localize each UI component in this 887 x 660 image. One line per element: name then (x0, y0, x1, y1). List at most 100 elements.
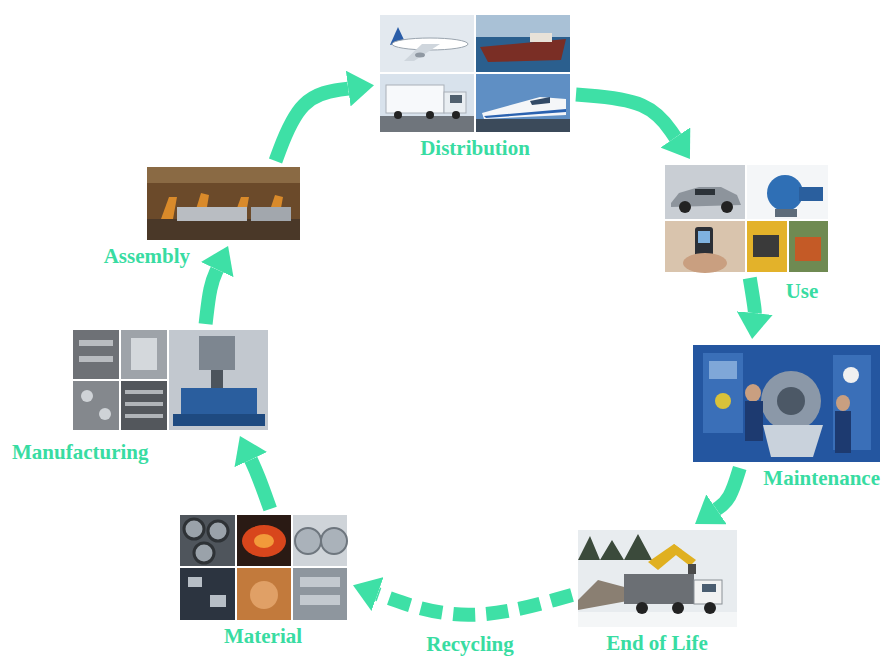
material-photo (300, 577, 340, 587)
cycle-arrow (206, 270, 218, 324)
material-photo (293, 568, 347, 620)
distribution-photo (394, 111, 402, 119)
maintenance-photo (703, 353, 743, 433)
material-photo (210, 595, 226, 607)
distribution-photo (476, 74, 570, 132)
end-of-life-photo (704, 602, 716, 614)
material-photo (254, 534, 274, 548)
assembly-photo (251, 207, 291, 221)
lifecycle-stage: Distribution (380, 15, 570, 132)
distribution-photo (484, 109, 566, 118)
distribution-photo (480, 39, 566, 62)
use-photo (695, 189, 715, 195)
lifecycle-stage: Assembly (147, 167, 300, 240)
label-holder: Maintenance (763, 466, 880, 490)
manufacturing-photo (125, 390, 163, 394)
manufacturing-photo (79, 340, 113, 346)
maintenance-photo (745, 401, 763, 441)
distribution-photo (482, 97, 566, 119)
material-photo (321, 528, 347, 554)
cycle-arrow (576, 95, 675, 138)
use-photo (747, 165, 828, 219)
material-photo (180, 515, 347, 620)
manufacturing-photo (173, 414, 265, 426)
distribution-photo (426, 111, 434, 119)
manufacturing-photo (211, 370, 223, 388)
maintenance-photo (761, 371, 821, 431)
distribution-photo (415, 53, 425, 58)
use-photo (767, 175, 803, 211)
assembly-photo (147, 219, 300, 240)
label-holder: Distribution (420, 136, 530, 160)
stage-label: Distribution (420, 136, 530, 160)
material-photo (188, 577, 202, 587)
assembly-photo (161, 197, 177, 219)
material-photo (237, 515, 291, 566)
use-photo (721, 201, 733, 213)
material-photo (208, 521, 228, 541)
label-holder: End of Life (606, 631, 708, 655)
distribution-photo (380, 15, 570, 132)
use-photo (795, 237, 821, 261)
material-photo (237, 568, 291, 620)
edge-label: Recycling (423, 632, 516, 656)
end-of-life-photo (578, 530, 737, 627)
manufacturing-photo (121, 330, 167, 379)
label-holder: Material (224, 624, 302, 648)
stage-label: Maintenance (763, 466, 880, 490)
material-photo (184, 519, 204, 539)
distribution-photo (444, 92, 466, 113)
cycle-arrow (251, 460, 270, 509)
recycling-arrow (378, 594, 572, 615)
distribution-photo (450, 95, 462, 103)
maintenance-photo (709, 361, 737, 379)
lifecycle-stage: Manufacturing (73, 330, 268, 430)
manufacturing-photo (199, 336, 235, 370)
cycle-arrow (750, 278, 755, 313)
maintenance-photo (745, 384, 761, 402)
end-of-life-photo (624, 574, 694, 604)
maintenance-photo (693, 345, 880, 462)
assembly-photo (147, 167, 300, 240)
assembly-photo (177, 207, 247, 221)
assembly-photo (147, 167, 300, 240)
material-photo (180, 515, 235, 566)
material-photo (250, 581, 278, 609)
distribution-photo (530, 97, 550, 105)
end-of-life-photo (694, 580, 722, 604)
stage-label: Material (224, 624, 302, 648)
use-photo (665, 165, 745, 219)
lifecycle-stage: End of Life (578, 530, 737, 627)
manufacturing-photo (125, 402, 163, 406)
maintenance-photo (836, 395, 850, 411)
use-photo (789, 221, 828, 272)
end-of-life-photo (702, 584, 716, 592)
manufacturing-photo (99, 408, 111, 420)
use-photo (679, 201, 691, 213)
material-photo (300, 595, 340, 605)
manufacturing-photo (169, 330, 268, 430)
material-photo (180, 568, 235, 620)
use-photo (753, 235, 779, 257)
label-holder: Assembly (104, 244, 190, 268)
distribution-photo (452, 111, 460, 119)
maintenance-photo (763, 425, 823, 457)
material-photo (295, 528, 321, 554)
material-photo (242, 525, 286, 557)
manufacturing-photo (73, 330, 268, 430)
maintenance-photo (693, 345, 880, 462)
manufacturing-photo (125, 414, 163, 418)
use-photo (698, 231, 710, 243)
stage-label: End of Life (606, 631, 708, 655)
use-photo (747, 221, 787, 272)
use-photo (683, 253, 727, 273)
lifecycle-stage: Use (665, 165, 828, 272)
maintenance-photo (715, 393, 731, 409)
end-of-life-photo (578, 534, 652, 560)
lifecycle-stage: Maintenance (693, 345, 880, 462)
end-of-life-photo (578, 530, 737, 627)
end-of-life-photo (672, 602, 684, 614)
manufacturing-photo (79, 356, 113, 362)
